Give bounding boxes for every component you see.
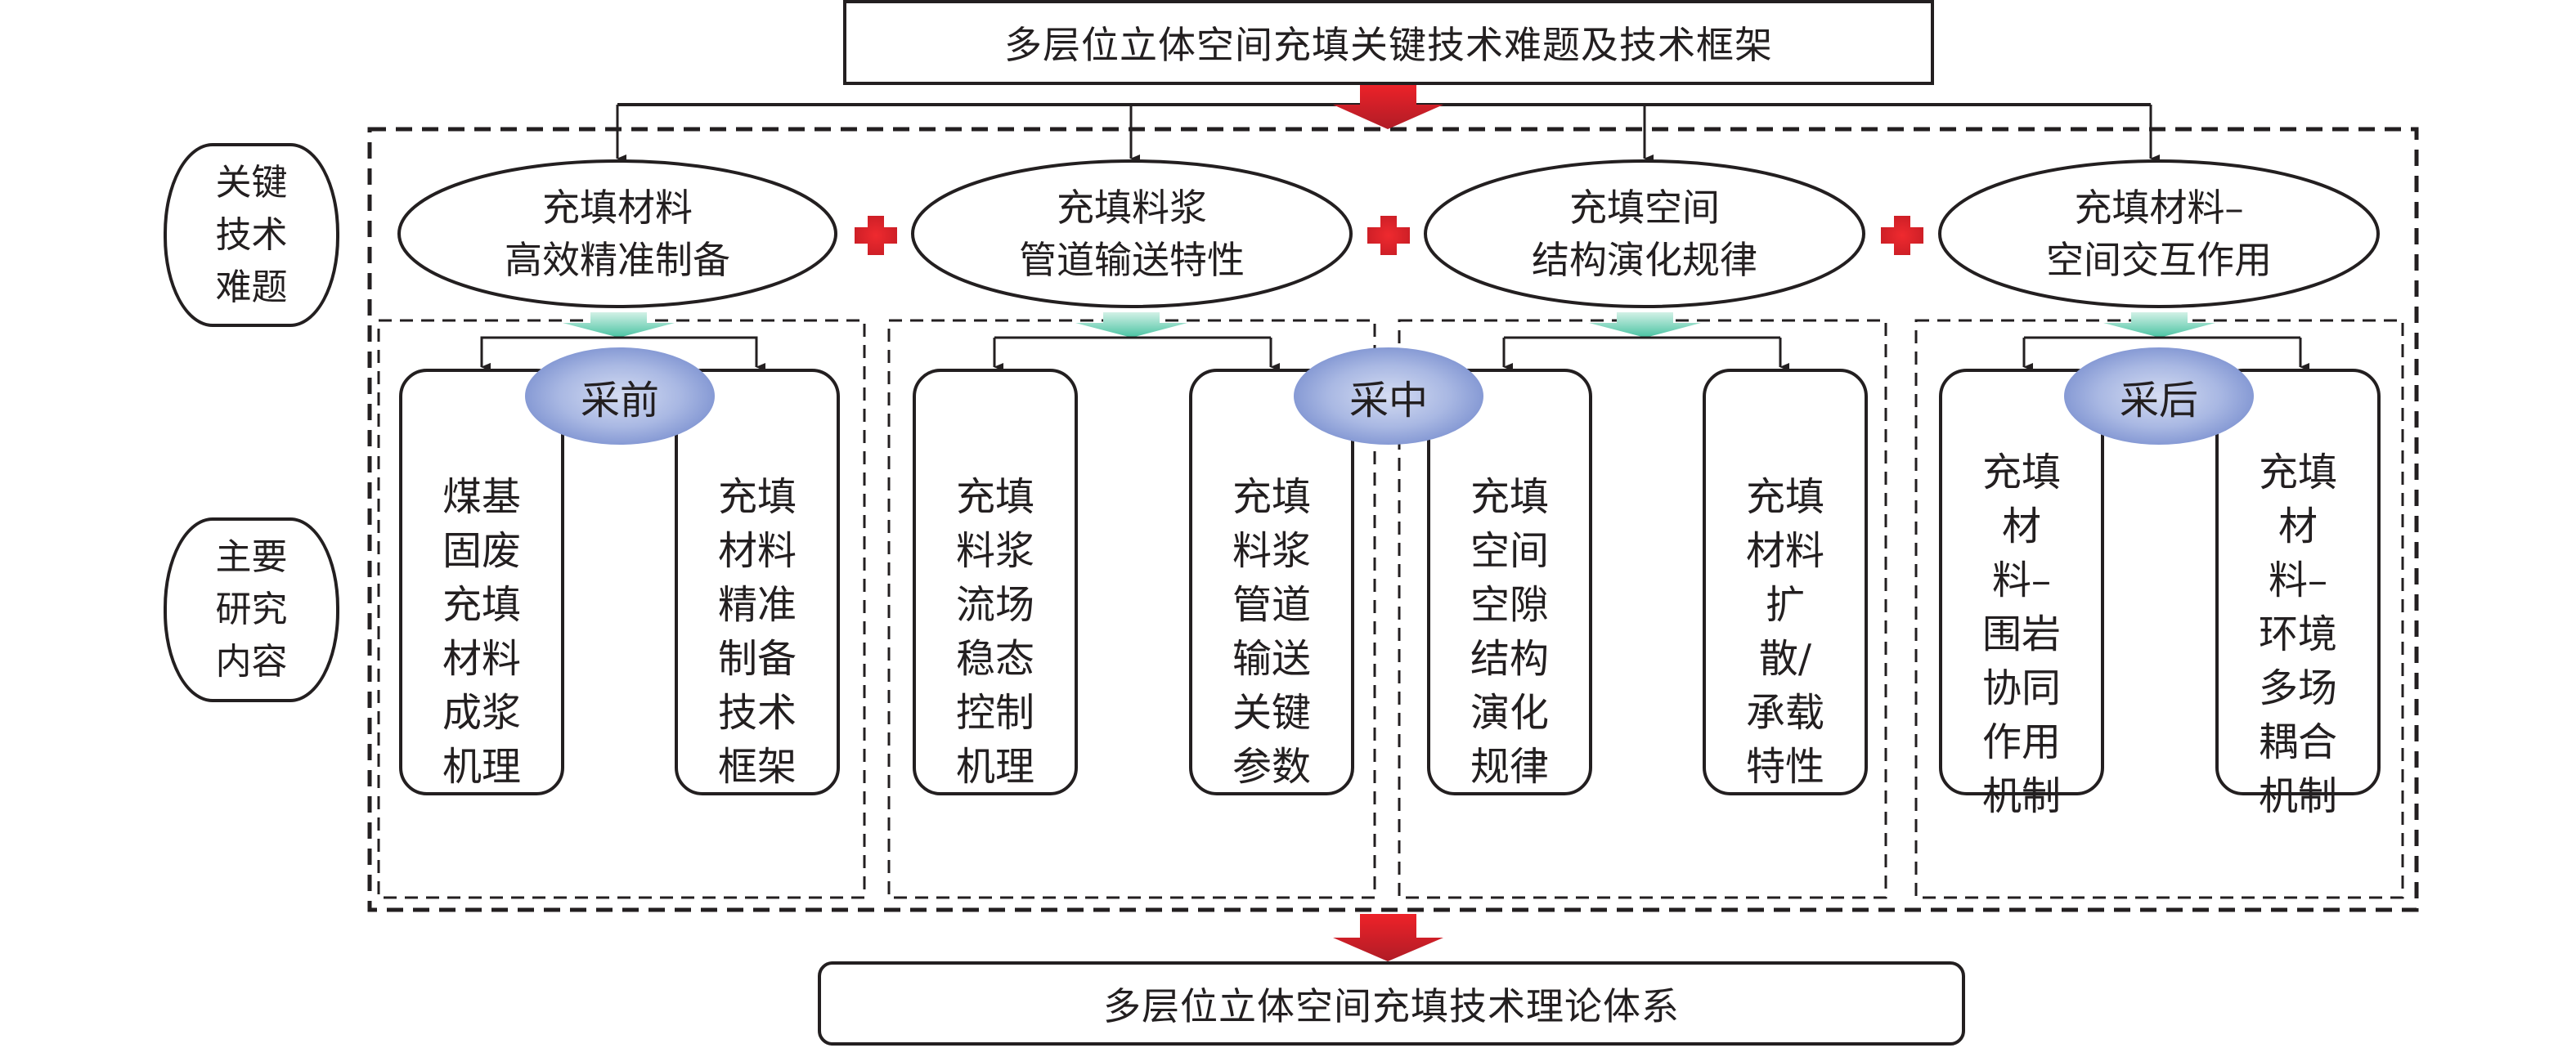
research-box-8: 充填材料–环境多场耦合机制	[2215, 369, 2381, 819]
research-item-8: 充填材料–环境多场耦合机制	[2258, 450, 2337, 819]
phase-badge-pre-mining-text: 采前	[580, 377, 659, 423]
row-label-key-problems: 关键技术难题	[164, 143, 339, 327]
teal-down-arrow-2	[1075, 312, 1187, 338]
row-label-research-content: 主要研究内容	[164, 517, 339, 702]
red-down-arrow-top	[1333, 83, 1443, 129]
key-problem-1: 充填材料 高效精准制备	[399, 161, 836, 307]
plus-icon	[1367, 216, 1410, 255]
research-item-6: 充填材料扩散/承载特性	[1745, 474, 1824, 790]
key-problem-3-line2: 结构演化规律	[1532, 238, 1757, 282]
research-item-7: 充填材料–围岩协同作用机制	[1981, 450, 2061, 819]
key-problem-4: 充填材料– 空间交互作用	[1940, 161, 2378, 307]
phase-badge-post-mining-text: 采后	[2119, 377, 2198, 423]
red-down-arrow-bottom	[1333, 914, 1443, 961]
phase-badge-during-mining: 采中	[1294, 347, 1483, 445]
key-problem-1-line2: 高效精准制备	[505, 238, 730, 282]
research-item-3: 充填料浆流场稳态控制机理	[955, 474, 1034, 790]
key-problem-ellipse-3	[1424, 159, 1865, 308]
key-problem-2-line1: 充填料浆	[1057, 186, 1207, 230]
key-problem-2: 充填料浆 管道输送特性	[913, 161, 1351, 307]
research-item-1: 煤基固废充填材料成浆机理	[442, 474, 521, 790]
research-box-6: 充填材料扩散/承载特性	[1703, 369, 1868, 795]
key-problem-4-line2: 空间交互作用	[2046, 238, 2272, 282]
key-problem-3: 充填空间 结构演化规律	[1425, 161, 1864, 307]
key-problem-3-line1: 充填空间	[1569, 186, 1720, 230]
phase-badge-during-mining-text: 采中	[1349, 377, 1428, 423]
plus-icon	[1881, 216, 1923, 255]
teal-down-arrow-3	[1589, 312, 1701, 338]
key-problem-1-line1: 充填材料	[542, 186, 693, 230]
phase-badge-post-mining: 采后	[2064, 347, 2254, 445]
diagram-title-text: 多层位立体空间充填关键技术难题及技术框架	[1004, 23, 1773, 67]
result-box: 多层位立体空间充填技术理论体系	[818, 961, 1965, 1046]
teal-down-arrow-1	[563, 312, 675, 338]
key-problem-ellipse-2	[911, 159, 1353, 308]
diagram-title: 多层位立体空间充填关键技术难题及技术框架	[843, 0, 1934, 85]
key-problem-4-line1: 充填材料–	[2074, 186, 2244, 230]
research-box-3: 充填料浆流场稳态控制机理	[913, 369, 1078, 795]
key-tech-dashed-frame	[367, 127, 2419, 912]
key-problem-ellipse-4	[1938, 159, 2380, 308]
plus-icon	[855, 216, 897, 255]
row-label-key-problems-text: 关键技术难题	[215, 161, 288, 308]
research-item-5: 充填空间空隙结构演化规律	[1470, 474, 1549, 790]
research-box-5: 充填空间空隙结构演化规律	[1427, 369, 1592, 795]
row-label-research-content-text: 主要研究内容	[215, 536, 288, 683]
teal-down-arrow-4	[2103, 312, 2215, 338]
key-problem-ellipse-1	[397, 159, 837, 308]
research-item-4: 充填料浆管道输送关键参数	[1232, 474, 1311, 790]
result-box-text: 多层位立体空间充填技术理论体系	[1103, 983, 1680, 1028]
research-box-1: 煤基固废充填材料成浆机理	[399, 369, 564, 795]
research-box-2: 充填材料精准制备技术框架	[675, 369, 840, 795]
key-problem-2-line2: 管道输送特性	[1019, 238, 1245, 282]
research-item-2: 充填材料精准制备技术框架	[717, 474, 797, 790]
phase-badge-pre-mining: 采前	[525, 347, 715, 445]
research-box-7: 充填材料–围岩协同作用机制	[1939, 369, 2104, 819]
research-box-4: 充填料浆管道输送关键参数	[1189, 369, 1354, 795]
